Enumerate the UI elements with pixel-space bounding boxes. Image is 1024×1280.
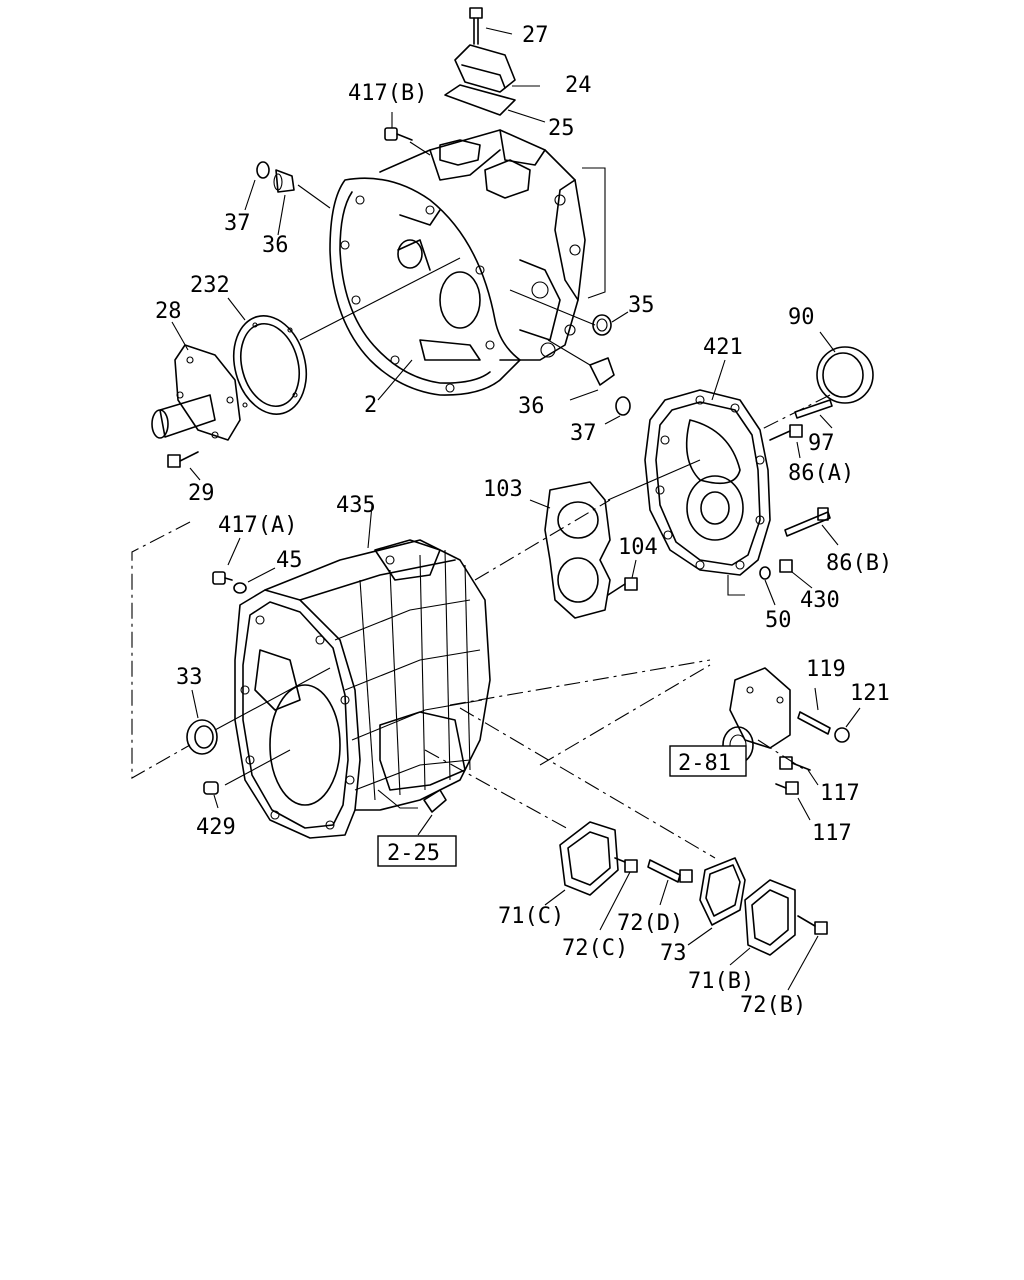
label-421: 421 xyxy=(703,335,743,360)
seal-35 xyxy=(592,311,629,336)
label-430: 430 xyxy=(800,588,840,613)
oil-seal-90 xyxy=(759,331,874,431)
bush-36-37-lower xyxy=(547,339,631,425)
cover-71b xyxy=(729,879,796,966)
cover-24 xyxy=(454,44,540,93)
bolt-86a xyxy=(769,424,803,459)
label-71b: 71(B) xyxy=(688,969,754,994)
label-50: 50 xyxy=(765,608,792,633)
stud-86b xyxy=(784,507,839,546)
label-36-upper: 36 xyxy=(262,233,289,258)
ref-2-25[interactable]: 2-25 xyxy=(377,835,457,867)
label-29: 29 xyxy=(188,481,215,506)
bush-37-36-upper xyxy=(244,161,331,236)
label-25: 25 xyxy=(548,116,575,141)
label-28: 28 xyxy=(155,299,182,324)
label-117-a: 117 xyxy=(820,781,860,806)
label-417a: 417(A) xyxy=(218,513,297,538)
transmission-case-435 xyxy=(234,504,491,839)
label-86b: 86(B) xyxy=(826,551,892,576)
label-417b: 417(B) xyxy=(348,81,427,106)
bolt-417a-washer-45 xyxy=(212,537,276,594)
bolt-417b xyxy=(384,112,431,156)
o-ring-50 xyxy=(759,566,776,606)
bolt-430 xyxy=(779,559,813,589)
bolt-104 xyxy=(607,559,638,596)
bolt-72c xyxy=(599,857,638,931)
pin-429 xyxy=(203,781,219,809)
label-24: 24 xyxy=(565,73,592,98)
label-37-lower: 37 xyxy=(570,421,597,446)
label-119: 119 xyxy=(806,657,846,682)
label-97: 97 xyxy=(808,431,835,456)
label-104: 104 xyxy=(618,535,658,560)
svg-text:2-81: 2-81 xyxy=(678,751,731,776)
gasket-25 xyxy=(444,84,546,123)
rear-cover-421 xyxy=(644,359,771,576)
bolt-119 xyxy=(797,687,831,735)
label-86a: 86(A) xyxy=(788,461,854,486)
nut-121 xyxy=(834,707,861,743)
ref-2-81[interactable]: 2-81 xyxy=(669,745,747,777)
gasket-232 xyxy=(227,297,307,415)
label-121: 121 xyxy=(850,681,890,706)
label-27: 27 xyxy=(522,23,549,48)
stud-97 xyxy=(794,399,833,429)
clutch-housing xyxy=(329,129,586,396)
bolt-72b xyxy=(787,915,828,991)
label-435: 435 xyxy=(336,493,376,518)
gasket-73 xyxy=(687,857,746,946)
label-45: 45 xyxy=(276,548,303,573)
label-232: 232 xyxy=(190,273,230,298)
label-72d: 72(D) xyxy=(617,911,683,936)
label-73: 73 xyxy=(660,941,687,966)
label-37-upper: 37 xyxy=(224,211,251,236)
oil-seal-33 xyxy=(186,689,218,755)
bolt-72d xyxy=(647,859,693,906)
retainer-28 xyxy=(151,321,241,441)
label-117-b: 117 xyxy=(812,821,852,846)
fitting-2-25 xyxy=(377,789,447,836)
cover-71c xyxy=(544,821,619,906)
label-72b: 72(B) xyxy=(740,993,806,1018)
label-103: 103 xyxy=(483,477,523,502)
bolt-27 xyxy=(469,7,513,45)
svg-text:2-25: 2-25 xyxy=(387,841,440,866)
label-33: 33 xyxy=(176,665,203,690)
label-35: 35 xyxy=(628,293,655,318)
bolt-29 xyxy=(167,451,201,481)
label-90: 90 xyxy=(788,305,815,330)
label-72c: 72(C) xyxy=(562,936,628,961)
label-2: 2 xyxy=(364,393,377,418)
label-71c: 71(C) xyxy=(498,904,564,929)
label-429: 429 xyxy=(196,815,236,840)
bolts-117 xyxy=(775,756,819,821)
label-36-lower: 36 xyxy=(518,394,545,419)
